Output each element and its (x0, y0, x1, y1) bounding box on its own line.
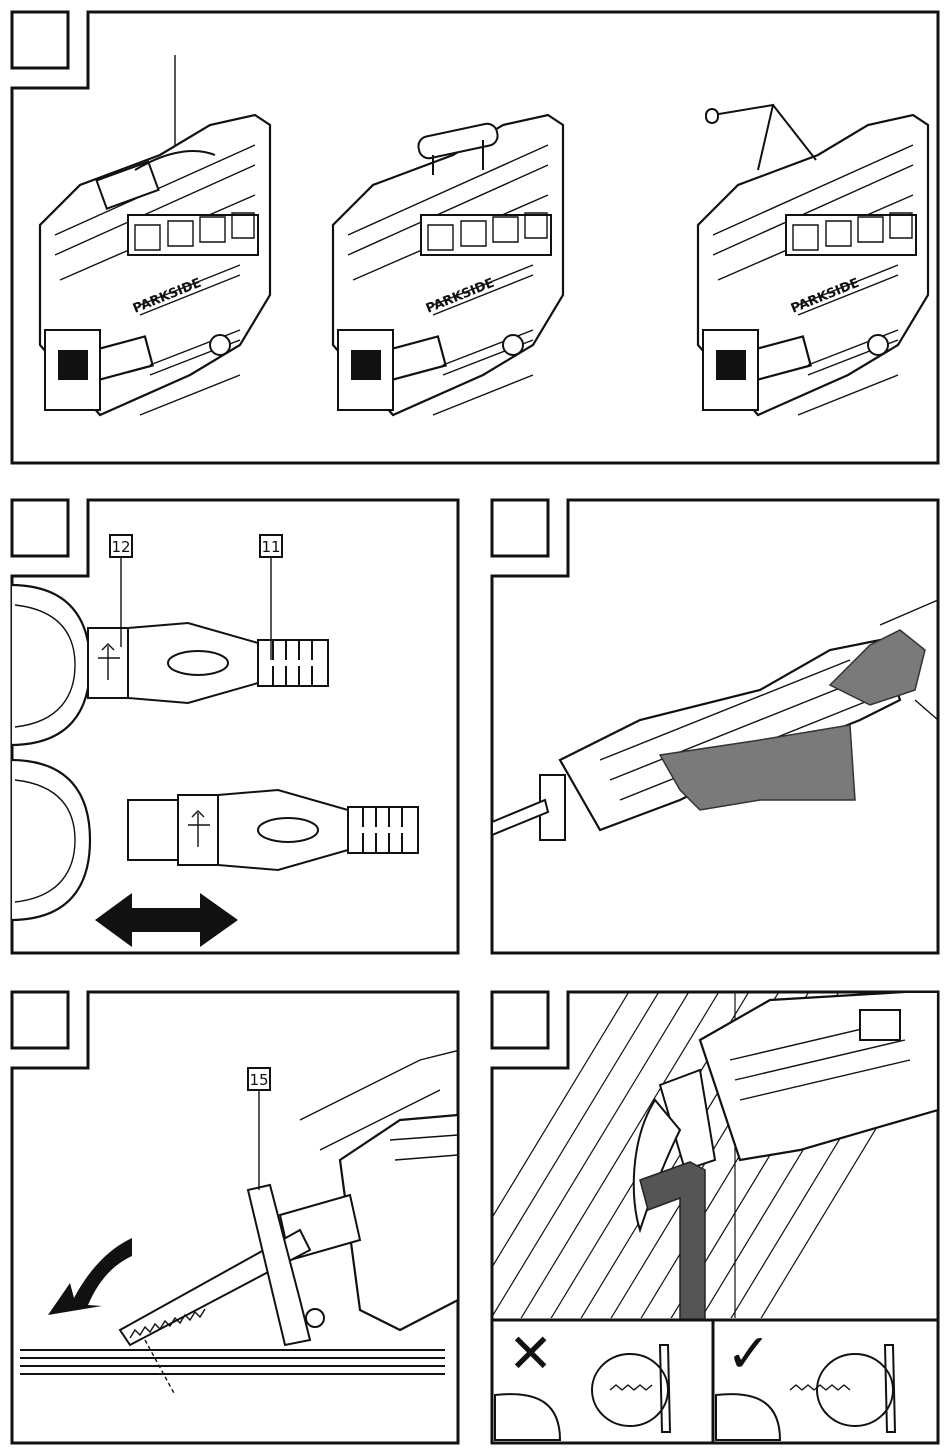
wrong-icon: ✕ (508, 1322, 553, 1385)
panel-2-number-box (12, 500, 68, 556)
panel-1-number-box (12, 12, 68, 68)
callout-12: 12 (111, 538, 130, 556)
panel-3-number-box (492, 500, 548, 556)
panel-2-battery-connector: 12 11 (10, 500, 458, 953)
panel-5-cutting-pipe: ✕ ✓ (430, 990, 950, 1443)
panel-4-blade-insertion: 15 (12, 992, 460, 1443)
callout-11: 11 (261, 538, 280, 556)
double-arrow-icon (95, 893, 238, 947)
saw-handle-fully-raised: PARKSIDE (698, 105, 928, 415)
panel-4-number-box (12, 992, 68, 1048)
pipe (640, 1162, 705, 1320)
panel-1-handle-positions: PARKSIDE PARKSIDE PARKSIDE (12, 12, 938, 463)
panel-3-two-hand-operation (492, 500, 938, 953)
right-icon: ✓ (726, 1322, 771, 1385)
callout-15: 15 (249, 1071, 268, 1089)
panel-5-number-box (492, 992, 548, 1048)
curved-arrow-icon (48, 1238, 132, 1315)
saw-handle-closed: PARKSIDE (40, 115, 270, 415)
saw-handle-half-raised: PARKSIDE (333, 115, 563, 415)
